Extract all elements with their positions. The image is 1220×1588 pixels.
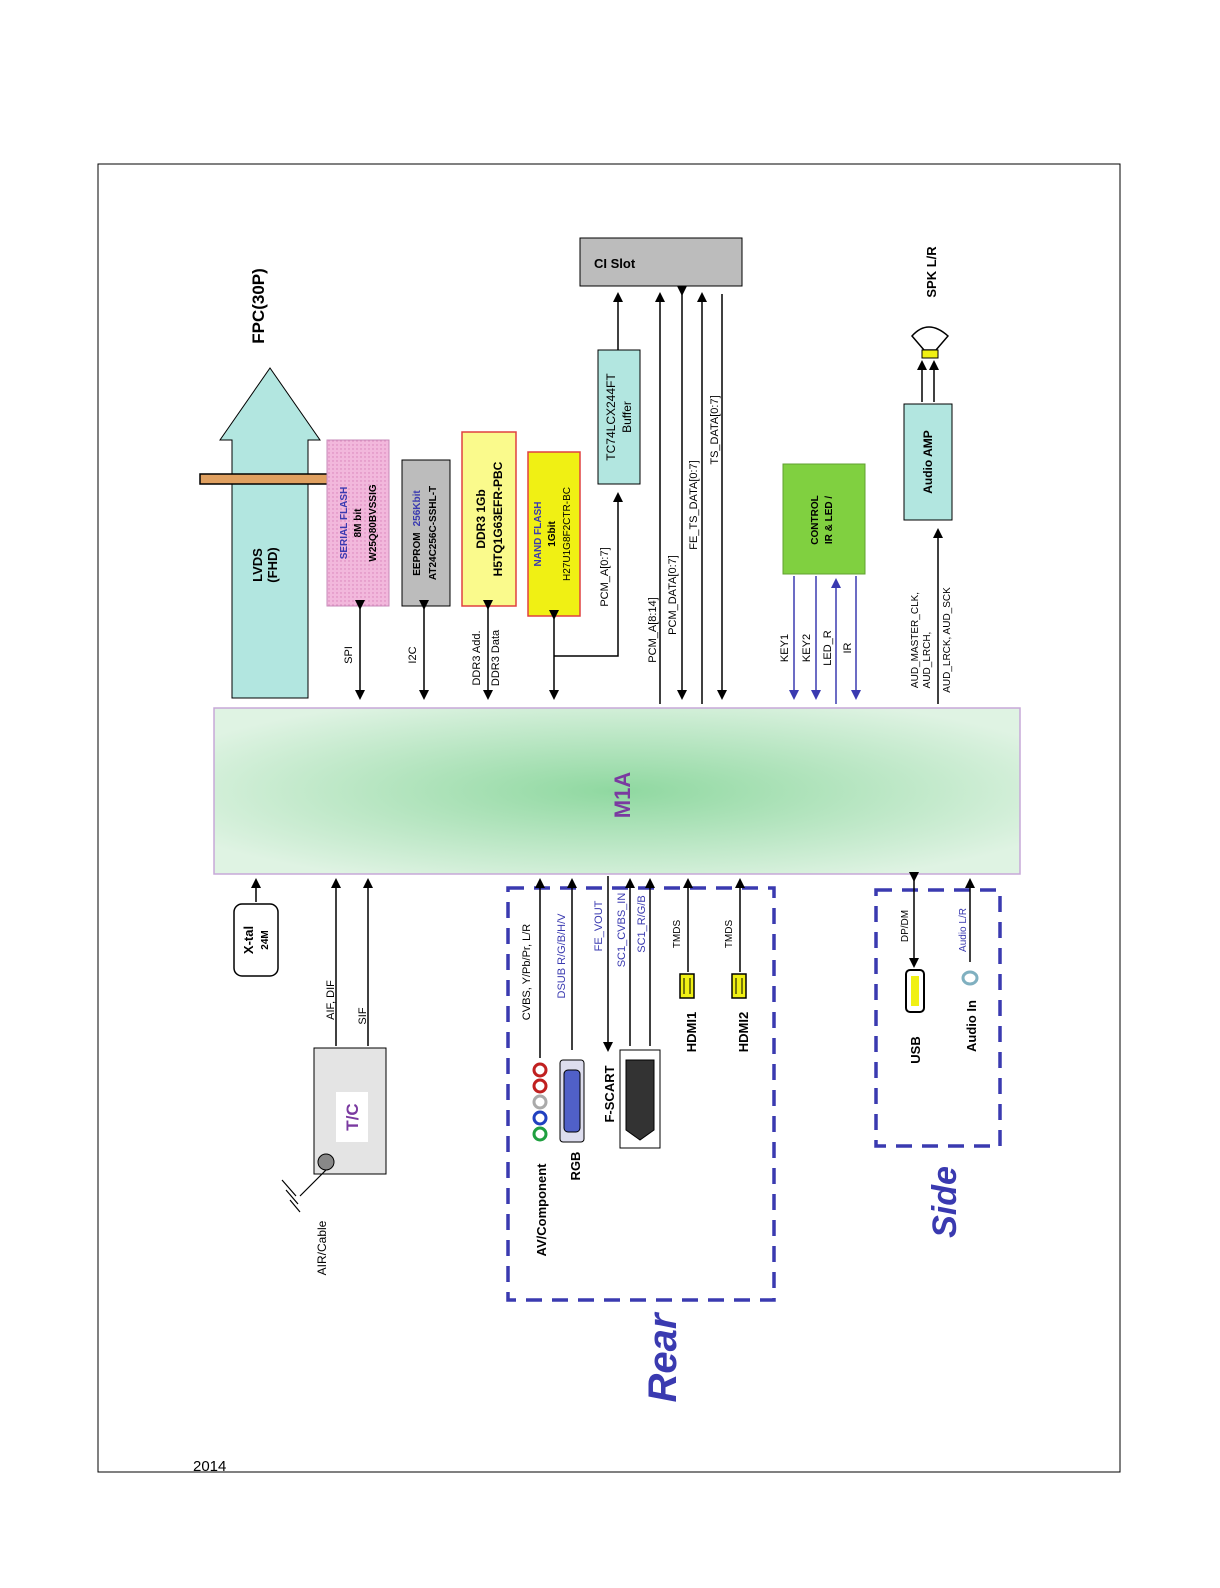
usb-label: USB (908, 1036, 923, 1063)
nand-part: H27U1G8F2CTR-BC (562, 487, 573, 581)
buffer-label: Buffer (620, 401, 634, 433)
ddr3-data-label: DDR3 Data (490, 629, 502, 686)
ir-label: IR (842, 642, 854, 653)
av-component-jacks-icon (532, 1062, 548, 1142)
audio-lr-label: Audio L/R (958, 908, 969, 952)
control-block: CONTROL IR & LED / (782, 463, 866, 575)
rgb-label: RGB (568, 1152, 583, 1181)
tmds2-label: TMDS (724, 920, 735, 949)
dp-dm-label: DP/DM (900, 910, 911, 942)
audio-in-label: Audio In (964, 1000, 979, 1052)
spk-label: SPK L/R (924, 246, 939, 298)
lvds-label: LVDS (250, 548, 265, 582)
pcm-data-label: PCM_DATA[0:7] (667, 555, 679, 635)
rear-label: Rear (641, 1311, 685, 1402)
aud-lrch-label: AUD_LRCH, (922, 632, 933, 689)
tmds1-label: TMDS (672, 920, 683, 949)
footer-year: 2014 (193, 1458, 227, 1475)
sc1-rgb-label: SC1_R/G/B (636, 895, 648, 952)
serial-flash-block: SERIAL FLASH 8M bit W25Q80BVSSIG (326, 439, 390, 607)
aif-dif-label: AIF, DIF (325, 980, 337, 1020)
lvds-arrow: LVDS (FHD) (199, 367, 339, 699)
pcm-a07-label: PCM_A[0:7] (599, 547, 611, 606)
hdmi2-label: HDMI2 (736, 1012, 751, 1052)
speaker-icon (911, 326, 950, 359)
key2-label: KEY2 (801, 634, 813, 662)
aud-master-label: AUD_MASTER_CLK, (910, 592, 921, 688)
eeprom-name: EEPROM (412, 532, 423, 575)
lvds-sub-label: (FHD) (265, 547, 280, 582)
dsub-connector-icon (559, 1059, 585, 1143)
control-title: CONTROL (810, 495, 821, 544)
audio-amp-block: Audio AMP (903, 403, 953, 521)
pcm-a07-line (554, 492, 623, 657)
fe-vout-label: FE_VOUT (593, 900, 605, 951)
page-frame (97, 163, 1121, 1473)
eeprom-size: 256Kbit (412, 490, 423, 527)
led-r-label: LED_R (822, 630, 834, 666)
cvbs-label: CVBS, Y/Pb/Pr, L/R (521, 924, 533, 1020)
fpc-label: FPC(30P) (249, 268, 268, 344)
audio-amp-label: Audio AMP (921, 430, 935, 494)
m1a-chip: M1A (213, 707, 1021, 875)
control-sub: IR & LED / (824, 496, 835, 545)
side-panel-box (874, 888, 1002, 1148)
ci-slot-label: CI Slot (594, 256, 636, 271)
ddr3-block: DDR3 1Gb H5TQ1G63EFR-PBC (461, 431, 517, 607)
sif-label: SIF (357, 1007, 369, 1024)
audio-in-jack-icon (961, 970, 979, 986)
tuner-label: T/C (343, 1103, 362, 1130)
av-component-label: AV/Component (534, 1163, 549, 1257)
aud-lrck-label: AUD_LRCK, AUD_SCK (942, 587, 953, 693)
serial-flash-title: SERIAL FLASH (339, 487, 350, 560)
fscart-label: F-SCART (602, 1065, 617, 1122)
fe-ts-label: FE_TS_DATA[0:7] (688, 460, 700, 549)
key1-label: KEY1 (779, 634, 791, 662)
i2c-label: I2C (407, 646, 419, 663)
hdmi1-connector-icon (679, 973, 695, 999)
ddr3-title: DDR3 1Gb (474, 489, 488, 548)
hdmi1-label: HDMI1 (684, 1012, 699, 1052)
rear-panel-box (506, 886, 776, 1302)
xtal-freq: 24M (260, 930, 271, 949)
air-cable-label: AIR/Cable (315, 1220, 329, 1275)
ci-slot-block: CI Slot (579, 237, 743, 287)
serial-flash-part: W25Q80BVSSIG (368, 484, 379, 561)
buffer-block: TC74LCX244FT Buffer (597, 349, 641, 485)
svg-text:EEPROM256Kbit: EEPROM 256Kbit (412, 490, 423, 576)
xtal-block: X-tal 24M (233, 903, 279, 977)
usb-port-icon (905, 969, 925, 1013)
side-label: Side (926, 1166, 964, 1238)
xtal-label: X-tal (241, 926, 256, 954)
eeprom-block: EEPROM 256Kbit AT24C256C-SSHL-T (401, 459, 451, 607)
tuner-block: T/C (313, 1047, 387, 1175)
nand-flash-block: NAND FLASH 1Gbit H27U1G8F2CTR-BC (527, 451, 581, 617)
ddr3-add-label: DDR3 Add. (471, 630, 483, 685)
nand-size: 1Gbit (547, 521, 558, 547)
scart-connector-icon (619, 1049, 661, 1149)
buffer-part: TC74LCX244FT (604, 373, 618, 461)
dsub-label: DSUB R/G/B/H/V (556, 913, 568, 999)
pcm-a814-label: PCM_A[8:14] (647, 597, 659, 662)
antenna-icon (281, 1169, 327, 1213)
nand-title: NAND FLASH (533, 502, 544, 567)
sc1-cvbs-label: SC1_CVBS_IN (616, 893, 628, 968)
ddr3-part: H5TQ1G63EFR-PBC (491, 461, 505, 576)
m1a-label: M1A (610, 772, 635, 819)
serial-flash-size: 8M bit (353, 508, 364, 538)
eeprom-part: AT24C256C-SSHL-T (428, 486, 439, 580)
ts-data-label: TS_DATA[0:7] (709, 395, 721, 464)
spi-label: SPI (343, 646, 355, 664)
hdmi2-connector-icon (731, 973, 747, 999)
